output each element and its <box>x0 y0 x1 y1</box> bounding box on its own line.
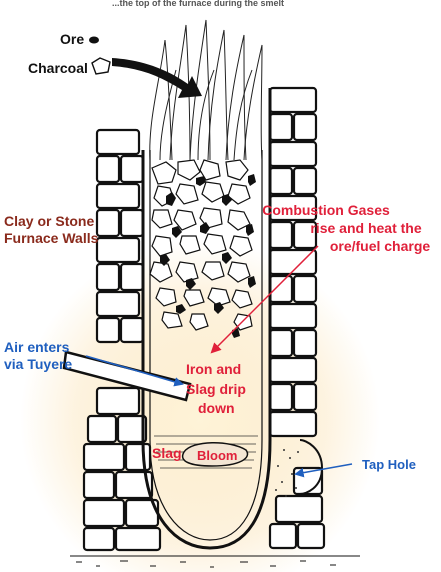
gases-label-line2: rise and heat the <box>310 220 421 236</box>
ore-lump-icon <box>89 37 99 44</box>
flames <box>150 20 262 160</box>
walls-label-line2: Furnace Walls <box>4 230 99 246</box>
walls-label-line1: Clay or Stone <box>4 213 94 229</box>
iron-label-line2: Slag drip <box>186 381 246 397</box>
air-label-line1: Air enters <box>4 339 70 355</box>
air-label-line2: via Tuyere <box>4 356 72 372</box>
top-caption: ...the top of the furnace during the sme… <box>112 0 284 8</box>
ore-label: Ore <box>60 31 84 47</box>
tap-hole-label: Tap Hole <box>362 457 416 472</box>
iron-label-line3: down <box>198 400 235 416</box>
slag-label: Slag <box>152 445 182 461</box>
charcoal-label: Charcoal <box>28 60 88 76</box>
gases-label-line1: Combustion Gases <box>262 202 390 218</box>
charcoal-lump-icon <box>92 58 110 74</box>
bloom-label: Bloom <box>197 448 237 463</box>
iron-label-line1: Iron and <box>186 361 241 377</box>
gases-label-line3: ore/fuel charge <box>330 238 431 254</box>
